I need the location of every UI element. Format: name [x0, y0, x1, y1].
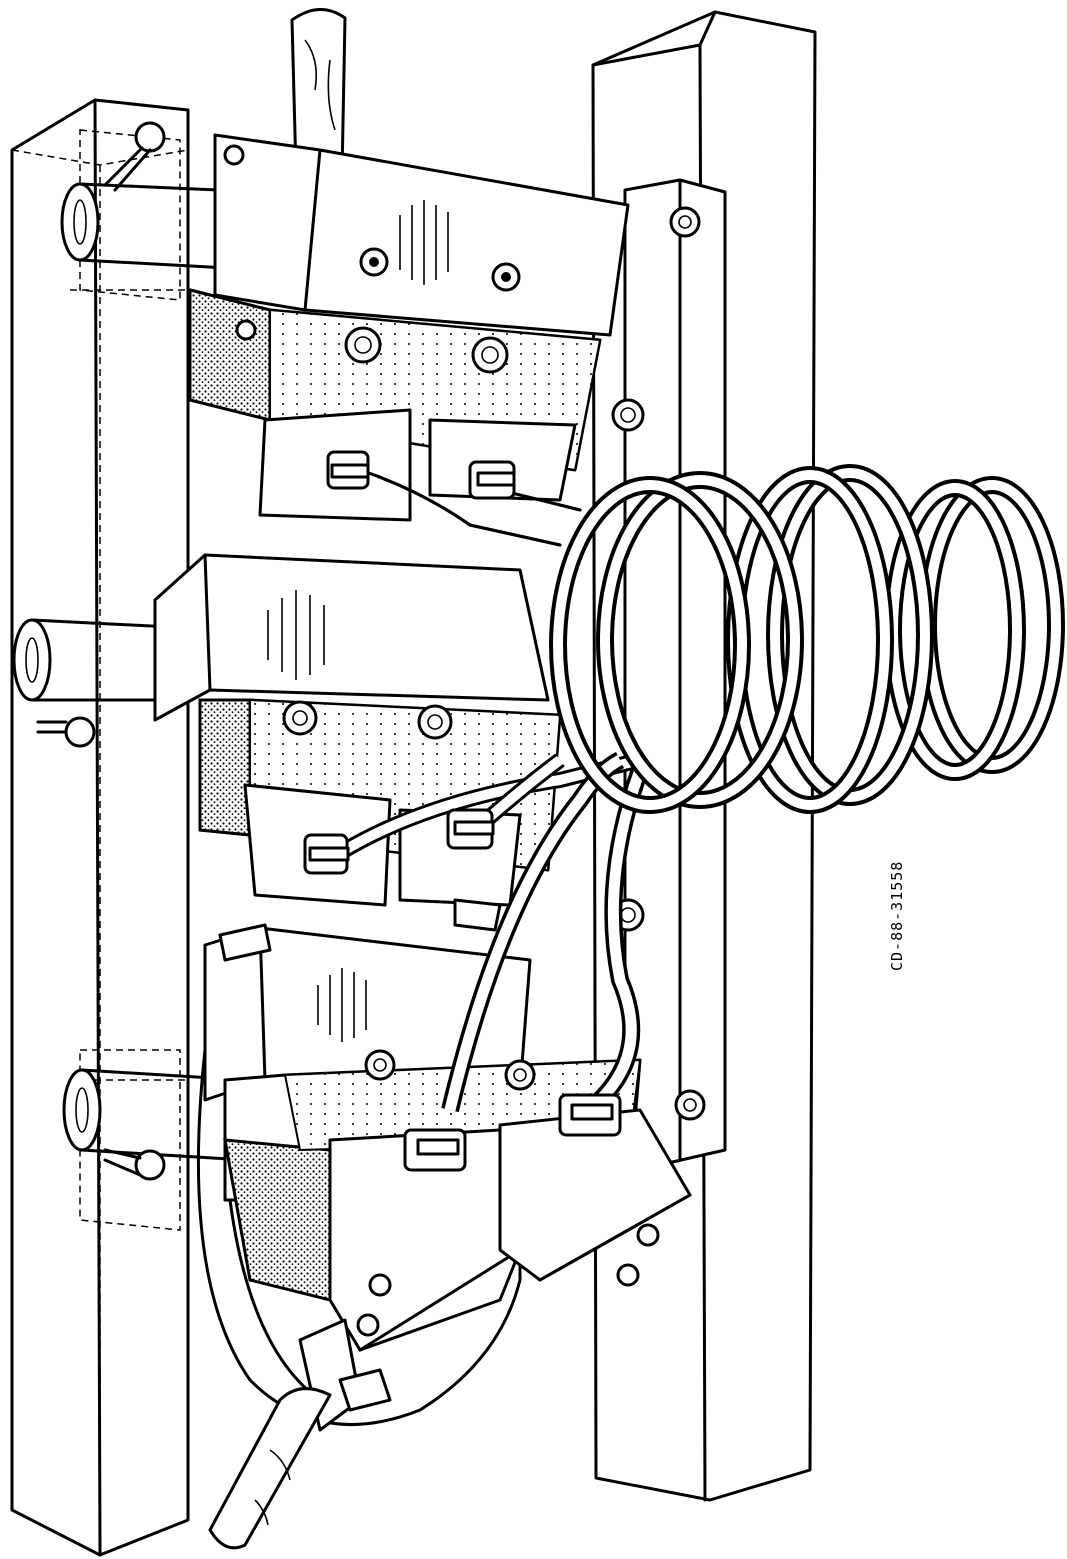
middle-block — [153, 553, 562, 907]
figure-id-code: CD-88-31558 — [888, 860, 906, 971]
upper-block — [188, 133, 630, 522]
lower-rod — [208, 1318, 392, 1550]
vertical-rod — [290, 8, 347, 177]
left-transparent-mount — [10, 98, 267, 1557]
induction-coil — [549, 464, 1065, 814]
lower-block — [203, 898, 692, 1352]
